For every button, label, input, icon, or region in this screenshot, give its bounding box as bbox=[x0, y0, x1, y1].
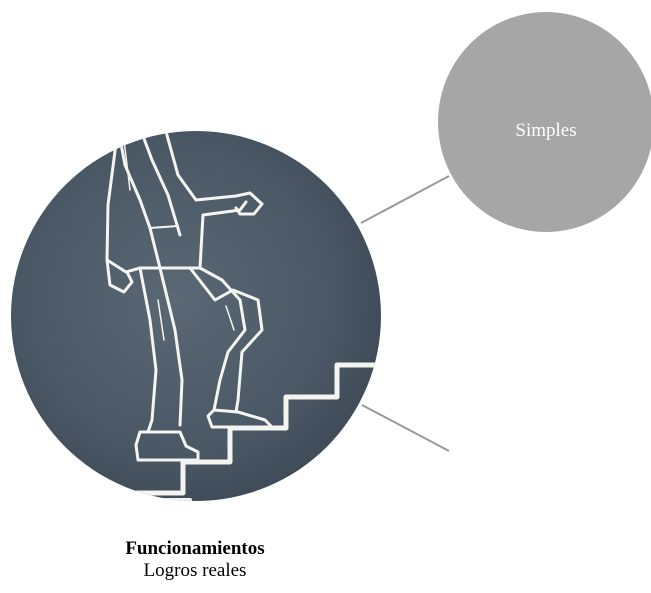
connector-line-top bbox=[360, 175, 450, 224]
man-climbing-stairs-icon bbox=[11, 131, 381, 501]
simples-bubble: Simples bbox=[438, 12, 651, 232]
connector-line-bottom bbox=[361, 404, 450, 452]
caption-title: Funcionamientos bbox=[125, 538, 265, 559]
caption-subtitle: Logros reales bbox=[143, 560, 247, 581]
simples-label: Simples bbox=[515, 120, 577, 141]
